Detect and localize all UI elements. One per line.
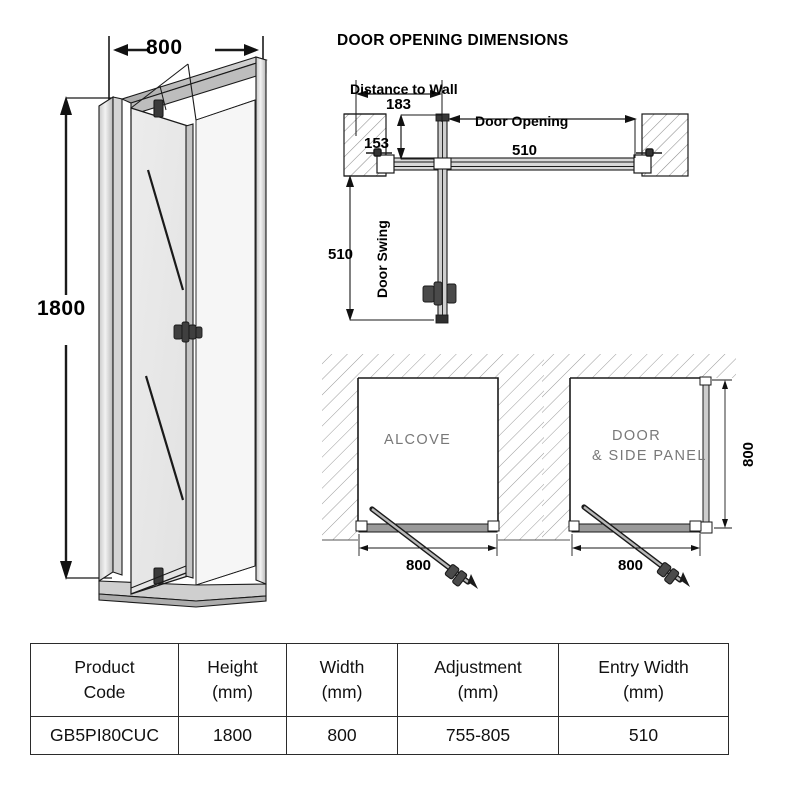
elevation-height-dim: 1800 [37, 297, 86, 320]
door-side-panel-depth-dim: 800 [740, 441, 757, 467]
table-header-row: Product Code Height (mm) Width (mm) Adju… [30, 643, 729, 717]
header-product-code: Product Code [30, 643, 179, 717]
distance-to-wall-label: Distance to Wall [350, 81, 458, 97]
header-width: Width (mm) [286, 643, 398, 717]
door-opening-label: Door Opening [475, 113, 569, 129]
plan-svg [343, 80, 689, 324]
header-width-line1: Width [319, 656, 365, 677]
distance-to-wall-value: 183 [386, 96, 412, 113]
header-height-line2: (mm) [212, 682, 253, 702]
header-height-line1: Height [207, 656, 258, 677]
header-entry-width-line1: Entry Width [598, 656, 689, 677]
header-entry-width-line2: (mm) [623, 682, 664, 702]
header-adjustment: Adjustment (mm) [397, 643, 559, 717]
layout-alcove: ALCOVE 800 [318, 352, 548, 602]
plan-title: DOOR OPENING DIMENSIONS [337, 32, 569, 49]
header-adjustment-line1: Adjustment [434, 656, 522, 677]
elevation-svg [60, 36, 268, 608]
door-side-panel-svg [542, 354, 736, 587]
door-side-panel-width-dim: 800 [618, 557, 644, 574]
plan-door-opening: DOOR OPENING DIMENSIONS Distance to Wall [328, 18, 800, 348]
header-product-code-line2: Code [83, 682, 126, 702]
cell-adjustment: 755-805 [397, 716, 559, 755]
door-side-panel-label-line1: DOOR [612, 428, 662, 444]
alcove-width-dim: 800 [406, 557, 432, 574]
cell-height: 1800 [178, 716, 287, 755]
header-product-code-line1: Product [74, 656, 135, 677]
spec-table: Product Code Height (mm) Width (mm) Adju… [30, 643, 729, 755]
door-side-panel-label-line2: & SIDE PANEL [592, 448, 707, 464]
door-swing-value: 510 [328, 246, 354, 263]
offset-value: 153 [364, 135, 390, 152]
header-width-line2: (mm) [321, 682, 363, 702]
alcove-label: ALCOVE [384, 432, 452, 448]
door-swing-label: Door Swing [374, 220, 390, 298]
door-opening-value: 510 [512, 142, 538, 159]
alcove-svg [322, 354, 544, 589]
cell-product-code: GB5PI80CUC [30, 716, 179, 755]
elevation-drawing: 800 1800 [0, 0, 330, 620]
cell-entry-width: 510 [558, 716, 729, 755]
table-row: GB5PI80CUC 1800 800 755-805 510 [30, 716, 729, 755]
header-entry-width: Entry Width (mm) [558, 643, 729, 717]
elevation-width-dim: 800 [146, 36, 183, 59]
header-height: Height (mm) [178, 643, 287, 717]
header-adjustment-line2: (mm) [457, 682, 499, 702]
layout-door-side-panel: DOOR & SIDE PANEL 800 800 [540, 352, 790, 602]
cell-width: 800 [286, 716, 398, 755]
